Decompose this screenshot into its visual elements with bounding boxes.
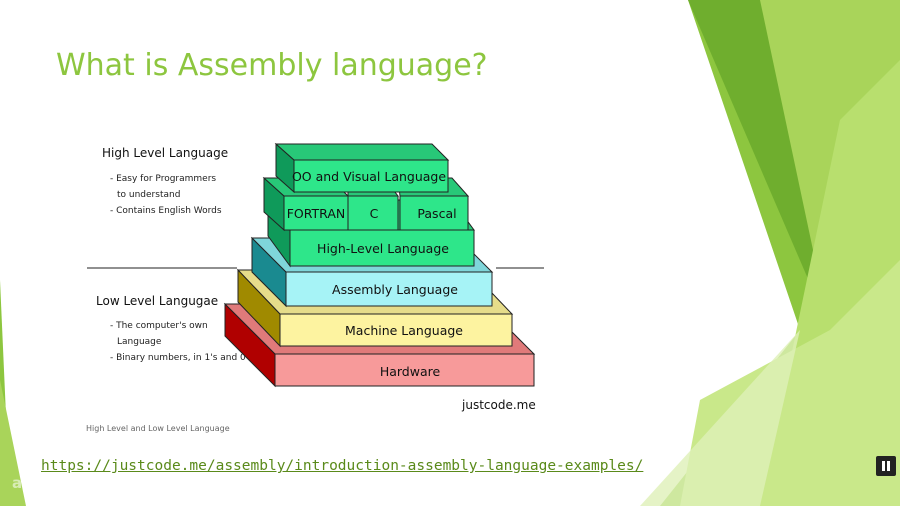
low-level-point: - The computer's own (110, 321, 208, 331)
diagram-credit: justcode.me (461, 398, 536, 412)
layer-label: High-Level Language (317, 241, 449, 256)
slide-title: What is Assembly language? (56, 48, 488, 83)
layer-label: Assembly Language (332, 282, 458, 297)
high-level-heading: High Level Language (102, 146, 228, 160)
high-level-point: - Easy for Programmers (110, 174, 216, 184)
pause-icon (887, 461, 890, 471)
layer-label: OO and Visual Language (292, 169, 446, 184)
pause-icon (882, 461, 885, 471)
layer-label: Hardware (380, 364, 441, 379)
high-level-point: - Contains English Words (110, 206, 222, 216)
layer-label: Pascal (417, 206, 456, 221)
high-level-point: to understand (117, 190, 180, 200)
figure-caption: High Level and Low Level Language (86, 424, 230, 433)
layer-label: C (370, 206, 379, 221)
layer-oo-visual-language: OO and Visual Language (274, 142, 450, 194)
low-level-point: - Binary numbers, in 1's and 0's (110, 353, 253, 363)
watermark: ap (12, 474, 33, 492)
layer-label: Machine Language (345, 323, 463, 338)
pause-button[interactable] (876, 456, 896, 476)
source-link[interactable]: https://justcode.me/assembly/introductio… (41, 458, 644, 474)
low-level-heading: Low Level Langugae (96, 294, 218, 308)
layer-label: FORTRAN (287, 206, 346, 221)
low-level-point: Language (117, 337, 162, 347)
